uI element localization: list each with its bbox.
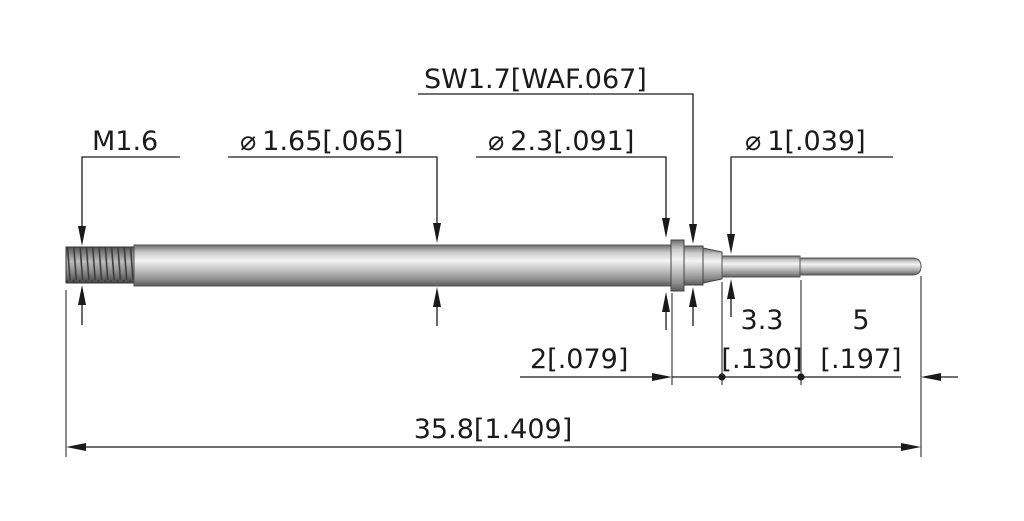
- tip: [799, 257, 922, 276]
- diameter-symbol: ⌀: [240, 126, 256, 157]
- shaft-diameter-label: ⌀1.65[.065]: [240, 126, 404, 157]
- hex-flats: [683, 245, 704, 286]
- tip-length-mm-label: 5: [852, 305, 869, 336]
- main-shaft: [133, 244, 672, 287]
- mid-section: [721, 255, 801, 278]
- dimension-labels: M1.6 ⌀1.65[.065] ⌀2.3[.091] SW1.7[WAF.06…: [92, 64, 902, 445]
- tip-diameter-label: ⌀1[.039]: [745, 126, 866, 157]
- pin-part: [65, 239, 922, 292]
- tip-length-in-label: [.197]: [820, 344, 901, 375]
- collar-diameter-label: ⌀2.3[.091]: [488, 126, 634, 157]
- thread-label: M1.6: [92, 126, 158, 157]
- wrench-size-label: SW1.7[WAF.067]: [424, 64, 647, 95]
- mid-length-mm-label: 3.3: [741, 305, 784, 336]
- collar: [670, 239, 685, 292]
- mid-length-in-label: [.130]: [721, 344, 802, 375]
- diameter-symbol: ⌀: [745, 126, 761, 157]
- collar-offset-label: 2[.079]: [530, 344, 628, 375]
- dimension-lines: [65, 93, 958, 457]
- taper: [702, 247, 723, 284]
- diameter-symbol: ⌀: [488, 126, 504, 157]
- overall-length-label: 35.8[1.409]: [414, 414, 572, 445]
